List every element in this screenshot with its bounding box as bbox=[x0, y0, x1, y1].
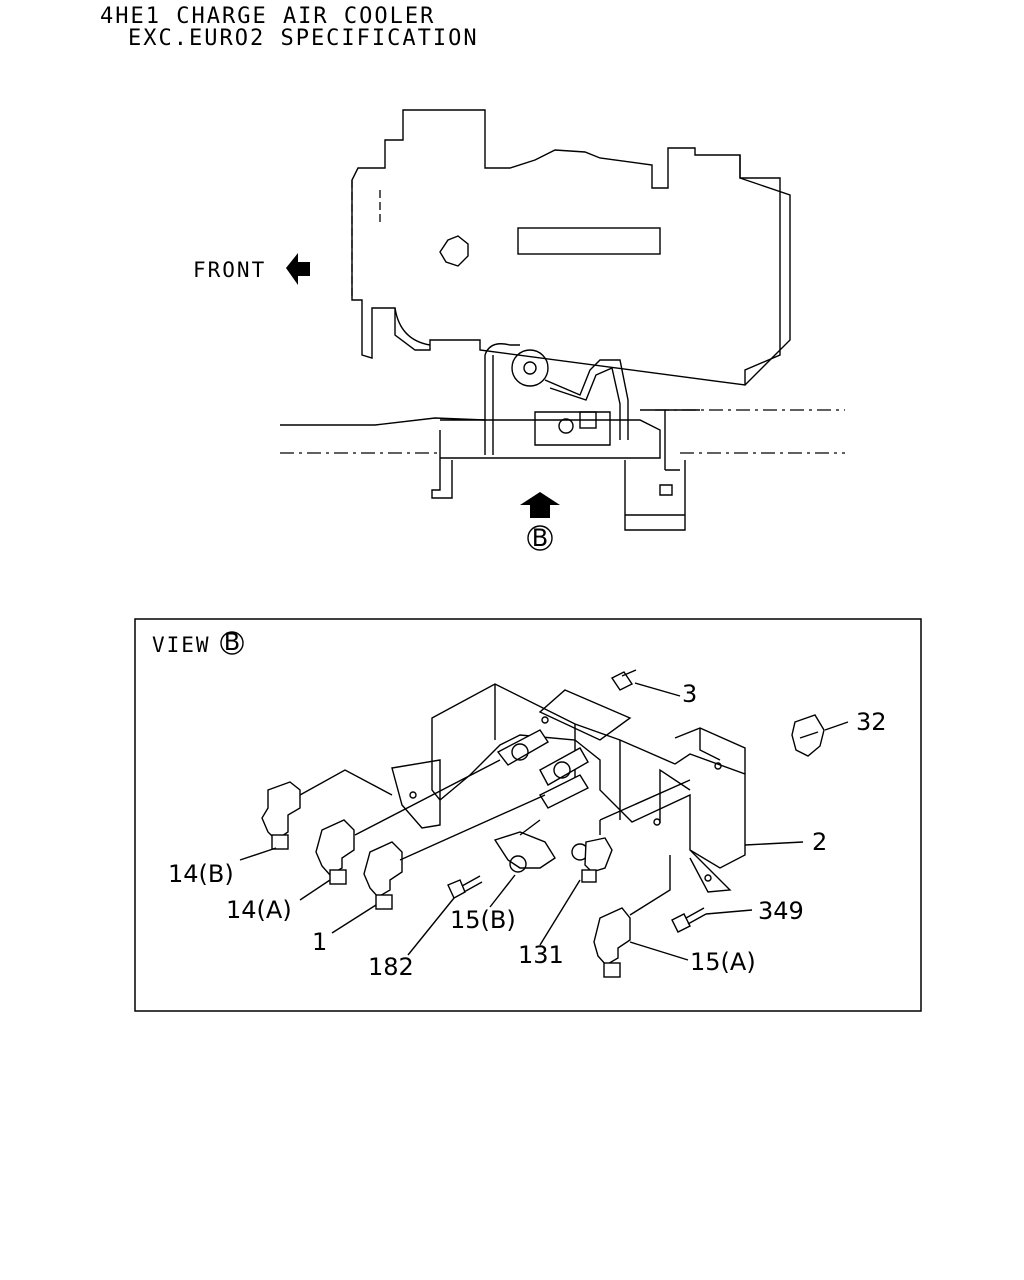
view-arrow-icon bbox=[520, 492, 560, 518]
callout-131: 131 bbox=[518, 941, 564, 969]
bolt-182 bbox=[447, 875, 483, 899]
callout-14b: 14(B) bbox=[168, 860, 234, 888]
sensor-131 bbox=[571, 820, 613, 883]
callout-349: 349 bbox=[758, 897, 804, 925]
clamps bbox=[496, 729, 589, 809]
bolt-349 bbox=[671, 907, 707, 933]
callout-1: 1 bbox=[312, 928, 327, 956]
view-b-marker-letter: B bbox=[224, 628, 240, 656]
diagram-title: 4HE1 CHARGE AIR COOLER bbox=[100, 4, 436, 29]
diagram-subtitle: EXC.EURO2 SPECIFICATION bbox=[128, 26, 479, 51]
valve-1 bbox=[363, 841, 403, 910]
callout-182: 182 bbox=[368, 953, 414, 981]
callout-15b: 15(B) bbox=[450, 906, 516, 934]
valve-15b bbox=[493, 831, 556, 873]
pipe-assembly bbox=[280, 343, 845, 531]
view-b-marker-circle bbox=[220, 631, 244, 655]
bolt-3 bbox=[610, 669, 637, 691]
front-arrow-icon bbox=[286, 253, 310, 285]
valve-15a bbox=[593, 907, 631, 978]
callout-2: 2 bbox=[812, 828, 827, 856]
callout-32: 32 bbox=[856, 708, 887, 736]
view-b-label: VIEW bbox=[152, 633, 211, 657]
valve-14a bbox=[315, 819, 355, 885]
leader-lines bbox=[239, 682, 849, 961]
callout-15a: 15(A) bbox=[690, 948, 756, 976]
view-marker-circle bbox=[527, 525, 553, 551]
bracket-part bbox=[391, 683, 746, 893]
valve-14b bbox=[261, 781, 301, 850]
engine-overview bbox=[351, 109, 791, 386]
callout-3: 3 bbox=[682, 680, 697, 708]
clip-32 bbox=[791, 714, 825, 757]
view-marker-letter: B bbox=[532, 524, 548, 552]
view-b-frame bbox=[134, 618, 922, 1012]
callout-14a: 14(A) bbox=[226, 896, 292, 924]
front-label: FRONT bbox=[193, 258, 266, 282]
